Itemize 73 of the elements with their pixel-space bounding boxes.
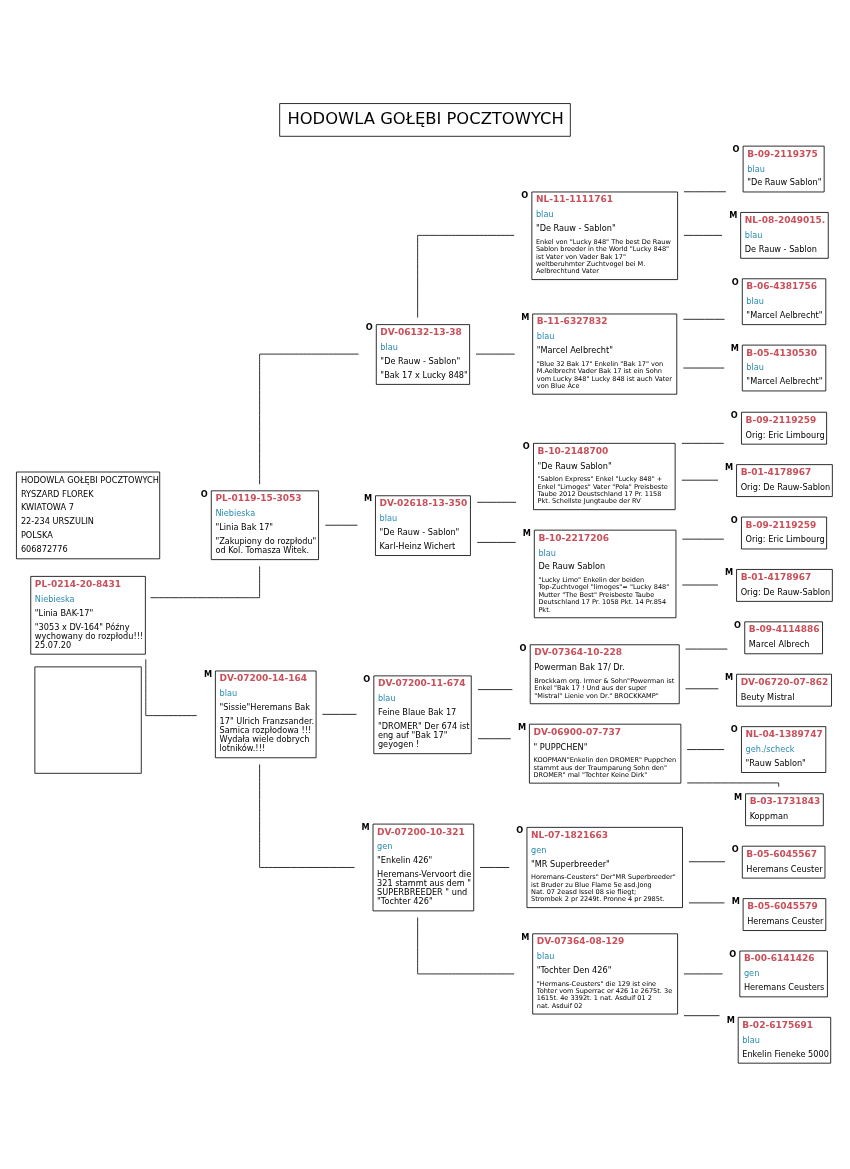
node-box: B-09-2119259 Orig: Eric Limbourg <box>741 411 828 445</box>
node-label: O <box>522 440 530 451</box>
connector <box>477 688 513 690</box>
node-label: O <box>732 143 740 154</box>
node-box: B-05-6045579 Heremans Ceuster <box>742 897 827 931</box>
node-label: M <box>734 791 743 802</box>
connector <box>686 748 725 750</box>
node-box: DV-02618-13-350 blau "De Rauw - Sablon" Karl-Heinz Wichert <box>375 494 471 556</box>
node-box: B-05-6045567 Heremans Ceuster <box>741 845 826 879</box>
connector <box>417 916 515 974</box>
connector <box>259 353 359 485</box>
node-label: M <box>731 895 740 906</box>
node-box: B-09-4114886 Marcel Albrech <box>744 620 823 654</box>
node-box: B-02-6175691 blau Enkelin Fieneke 5000 <box>737 1016 832 1064</box>
connector <box>686 782 780 787</box>
node-label: M <box>517 721 527 732</box>
connector <box>150 565 260 598</box>
connector <box>259 763 355 868</box>
node-label: M <box>726 1014 735 1025</box>
node-label: M <box>521 311 530 322</box>
node-label: O <box>200 488 208 499</box>
connector <box>683 1014 720 1016</box>
connector <box>476 541 517 543</box>
node-label: M <box>203 668 213 679</box>
connector <box>683 234 723 236</box>
node-label: M <box>730 342 739 353</box>
node-label: M <box>522 527 531 538</box>
node-label: O <box>734 619 742 630</box>
node-label: O <box>731 276 739 286</box>
node-box: B-01-4178967 Orig: De Rauw-Sablon <box>736 463 833 497</box>
node-box: B-09-2119259 Orig: Eric Limbourg <box>741 516 828 549</box>
node-box: B-09-2119375 blau "De Rauw Sablon" <box>742 145 825 192</box>
node-label: O <box>365 321 373 332</box>
node-label: O <box>363 673 371 684</box>
connector <box>321 713 357 715</box>
node-box: B-06-4381756 blau "Marcel Aelbrecht" <box>741 277 827 325</box>
node-box: B-00-6141426 gen Heremans Ceusters <box>739 950 828 997</box>
node-box <box>34 665 142 774</box>
node-label: O <box>731 843 739 854</box>
node-box: HODOWLA GOŁĘBI POCZTOWYCH RYSZARD FLOREK KWIATOWA 7 22-234 URSZULIN POLSKA 606872776 <box>16 471 161 559</box>
node-label: M <box>364 492 373 503</box>
node-label: O <box>516 824 524 835</box>
node-box: PL-0119-15-3053 Niebieska "Linia Bak 17" "Zakupiony do rozpłodu" od Kol. Tomasza Witek. <box>210 489 319 560</box>
node-box: DV-07200-11-674 blau Feine Blaue Bak 17 "DROMER" Der 674 ist eng auf "Bak 17" geyogen ! <box>373 675 472 754</box>
connector <box>417 234 515 318</box>
node-label: M <box>725 566 734 577</box>
connector <box>681 442 725 444</box>
node-label: O <box>730 514 738 525</box>
node-label: O <box>729 948 737 959</box>
node-box: DV-07200-10-321 gen "Enkelin 426" Heremans-Vervoort die 321 stammt aus dem " SUPERBREEDER " und "Tochter 426" <box>372 823 475 911</box>
diagram-title: HODOWLA GOŁĘBI POCZTOWYCH <box>287 108 564 128</box>
node-label: O <box>730 409 738 420</box>
node-label: O <box>519 642 527 652</box>
node-box: B-01-4178967 Orig: De Rauw-Sablon <box>736 568 833 602</box>
node-box: NL-04-1389747 geh./scheck "Rauw Sablon" <box>741 725 827 773</box>
node-box: B-03-1731843 Koppman <box>745 792 824 826</box>
connector <box>683 318 725 320</box>
node-box: PL-0214-20-8431 Niebieska "Linia BAK-17" "3053 x DV-164" Późny wychowany do rozpłodu!!! 25.07.20 <box>30 575 146 655</box>
node-box: DV-06132-13-38 blau "De Rauw - Sablon" "Bak 17 x Lucky 848" <box>375 323 471 385</box>
node-box: DV-07200-14-164 blau "Sissie"Heremans Bak 17" Ulrich Franzsander. Samica rozpłodowa !!! Wydała wiele dobrych lotników.!!! <box>215 670 317 758</box>
node-label: M <box>725 671 734 682</box>
node-label: O <box>521 189 529 200</box>
connector <box>145 658 198 716</box>
node-box: B-05-4130530 blau "Marcel Aelbrecht" <box>741 344 827 391</box>
node-box: NL-08-2049015. blau De Rauw - Sablon <box>740 211 829 259</box>
node-label: M <box>521 931 530 942</box>
node-label: M <box>729 209 738 220</box>
connector <box>479 866 510 868</box>
node-box: DV-06720-07-862 Beuty Mistral <box>736 673 832 707</box>
node-label: O <box>730 723 738 734</box>
node-label: M <box>725 461 734 472</box>
connector <box>476 501 517 503</box>
node-label: M <box>361 821 370 832</box>
